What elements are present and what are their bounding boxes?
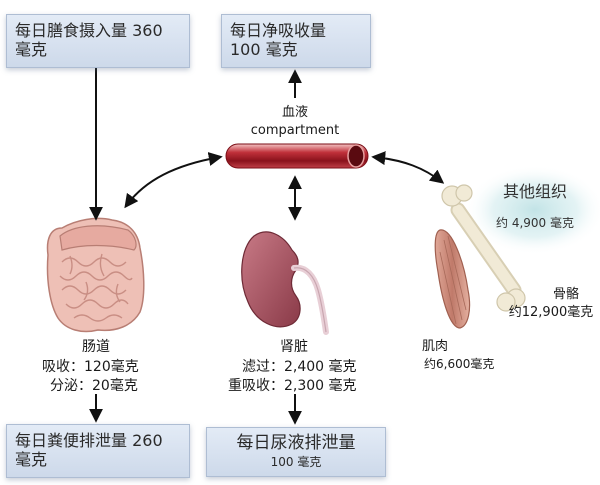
- urine-line2: 100 毫克: [270, 455, 322, 470]
- other-tissue-title: 其他组织: [502, 182, 567, 201]
- muscle-labels: 肌肉 约6,600毫克: [412, 338, 508, 373]
- box-urine-excretion: 每日尿液排泄量 100 毫克: [206, 427, 386, 477]
- muscle-value: 约6,600毫克: [424, 357, 495, 372]
- bone-labels: 骨骼 约12,900毫克: [502, 286, 600, 321]
- intestine-secrete: 分泌：20毫克: [50, 378, 138, 395]
- intestine-icon: [46, 217, 145, 333]
- bone-icon: [441, 184, 526, 312]
- fecal-line1: 每日粪便排泄量 260: [15, 431, 163, 450]
- intake-line1: 每日膳食摄入量 360: [15, 21, 163, 40]
- arrow-blood-tissues: [371, 151, 445, 184]
- fecal-line2: 毫克: [15, 450, 48, 470]
- other-tissue-glow: [465, 165, 600, 255]
- net-absorption-line2: 100 毫克: [230, 40, 298, 60]
- box-fecal-excretion: 每日粪便排泄量 260 毫克: [6, 424, 190, 478]
- net-absorption-line1: 每日净吸收量: [230, 21, 327, 40]
- other-tissue-value: 约 4,900 毫克: [496, 216, 574, 230]
- intestine-absorb: 吸收：120毫克: [42, 358, 139, 375]
- arrow-blood-intestine: [124, 152, 223, 209]
- kidney-filter: 滤过：2,400 毫克: [242, 358, 357, 375]
- other-tissue-labels: 其他组织 约 4,900 毫克: [480, 178, 590, 231]
- blood-vessel-icon: [225, 143, 369, 169]
- kidney-labels: 肾脏 滤过：2,400 毫克 重吸收：2,300 毫克: [228, 338, 378, 397]
- blood-sublabel: compartment: [250, 122, 340, 138]
- muscle-title: 肌肉: [422, 339, 449, 354]
- kidney-reabsorb: 重吸收：2,300 毫克: [228, 378, 357, 395]
- intake-line2: 毫克: [15, 40, 48, 60]
- bone-title: 骨骼: [552, 287, 579, 302]
- bone-value: 约12,900毫克: [508, 304, 594, 320]
- intestine-labels: 肠道 吸收：120毫克 分泌：20毫克: [30, 338, 170, 397]
- intestine-title: 肠道: [82, 339, 110, 355]
- blood-label: 血液 compartment: [200, 104, 390, 139]
- box-dietary-intake: 每日膳食摄入量 360 毫克: [6, 14, 190, 68]
- kidney-icon: [241, 231, 329, 335]
- kidney-title: 肾脏: [280, 339, 308, 355]
- blood-title: 血液: [281, 105, 308, 120]
- muscle-icon: [434, 229, 471, 329]
- urine-line1: 每日尿液排泄量: [236, 433, 356, 453]
- box-net-absorption: 每日净吸收量 100 毫克: [221, 14, 371, 68]
